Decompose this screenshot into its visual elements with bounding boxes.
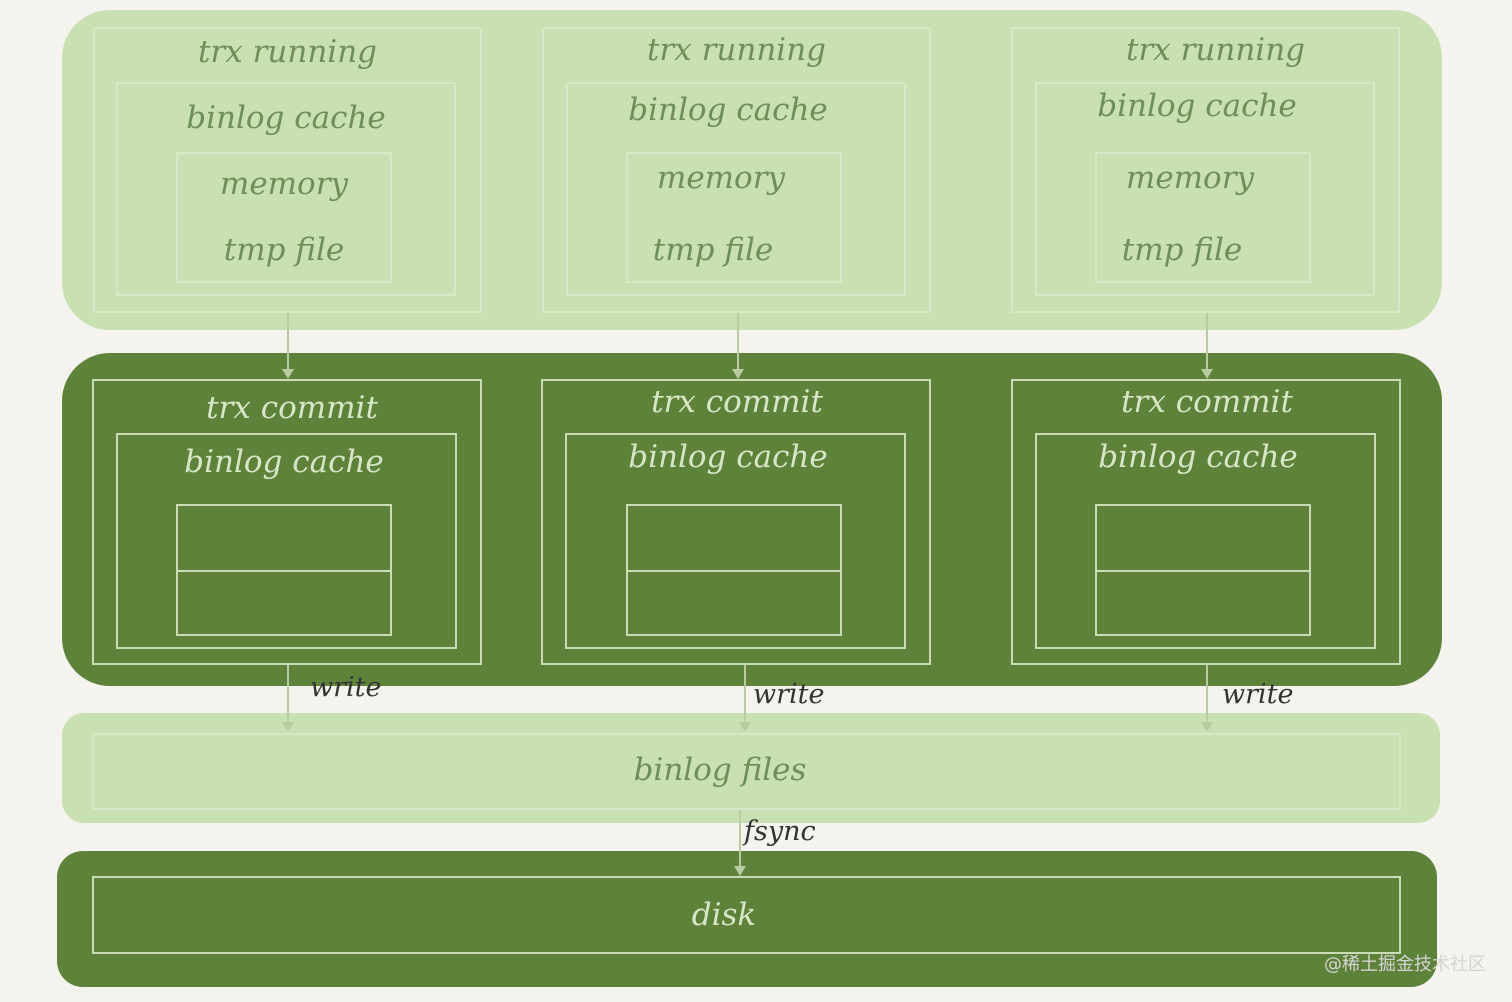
commit-band [62, 353, 1442, 686]
trx-running-box-3 [1011, 27, 1400, 313]
watermark: @稀土掘金技术社区 [1324, 954, 1486, 975]
binlog-cache-box-3 [1035, 82, 1375, 296]
fsync-label: fsync [744, 816, 816, 847]
arrowhead-icon [1201, 722, 1213, 732]
memory-label-1: memory [219, 166, 349, 202]
trx-running-label-2: trx running [646, 32, 827, 68]
arrowhead-icon [734, 866, 746, 876]
trx-running-label-3: trx running [1125, 32, 1306, 68]
arrowhead-icon [282, 722, 294, 732]
trx-commit-box-3 [1011, 379, 1401, 665]
commit-cache-box-1 [116, 433, 457, 649]
binlog-files-band [62, 713, 1440, 823]
disk-box [92, 876, 1401, 954]
arrowhead-icon [732, 369, 744, 379]
binlog-cache-label-2: binlog cache [628, 92, 828, 128]
write-label-1: write [310, 672, 382, 703]
commit-cache-label-1: binlog cache [184, 444, 384, 480]
memory-label-3: memory [1125, 160, 1255, 196]
binlog-cache-box-2 [566, 82, 906, 296]
trx-commit-label-3: trx commit [1121, 384, 1293, 420]
tmp-file-label-1: tmp file [223, 232, 345, 268]
binlog-cache-label-1: binlog cache [186, 100, 386, 136]
cache-storage-box-2 [626, 152, 842, 283]
binlog-cache-box-1 [116, 82, 456, 296]
tmp-file-label-3: tmp file [1121, 232, 1243, 268]
binlog-files-box [92, 733, 1401, 810]
arrowhead-icon [282, 369, 294, 379]
disk-label: disk [691, 897, 757, 933]
commit-buffer-divider-2 [626, 570, 842, 572]
trx-running-label-1: trx running [197, 34, 378, 70]
write-label-3: write [1222, 679, 1294, 710]
binlog-files-label: binlog files [633, 752, 807, 788]
trx-running-box-1 [93, 27, 482, 313]
commit-buffer-divider-3 [1095, 570, 1311, 572]
cache-storage-box-1 [176, 152, 392, 283]
commit-cache-box-3 [1035, 433, 1376, 649]
trx-commit-label-2: trx commit [651, 384, 823, 420]
write-label-2: write [753, 679, 825, 710]
trx-commit-box-1 [92, 379, 482, 665]
tmp-file-label-2: tmp file [652, 232, 774, 268]
arrowhead-icon [1201, 369, 1213, 379]
trx-commit-label-1: trx commit [206, 390, 378, 426]
memory-label-2: memory [656, 160, 786, 196]
commit-cache-label-2: binlog cache [628, 439, 828, 475]
trx-commit-box-2 [541, 379, 931, 665]
binlog-cache-label-3: binlog cache [1097, 88, 1297, 124]
running-band [62, 10, 1442, 330]
commit-cache-label-3: binlog cache [1098, 439, 1298, 475]
arrowhead-icon [739, 722, 751, 732]
cache-storage-box-3 [1095, 152, 1311, 283]
commit-buffer-divider-1 [176, 570, 392, 572]
commit-cache-box-2 [565, 433, 906, 649]
disk-band [57, 851, 1437, 987]
trx-running-box-2 [542, 27, 931, 313]
